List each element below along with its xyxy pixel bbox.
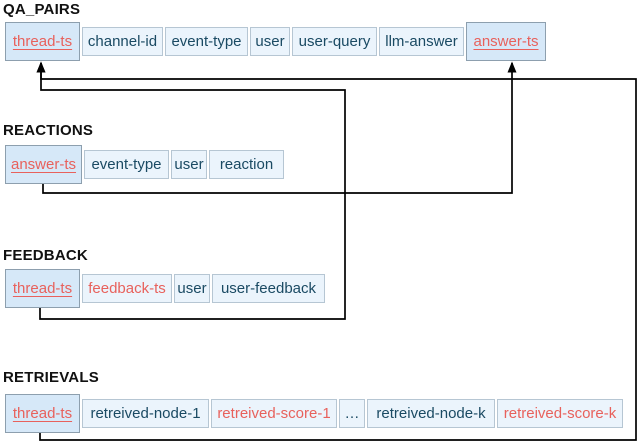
retrievals-field-ellipsis: … xyxy=(339,399,365,428)
qa-pairs-field-answer-ts: answer-ts xyxy=(466,22,546,61)
qa-pairs-field-llm-answer: llm-answer xyxy=(379,27,464,56)
qa-pairs-field-channel-id: channel-id xyxy=(82,27,163,56)
reactions-field-reaction: reaction xyxy=(209,150,284,179)
feedback-field-user-feedback: user-feedback xyxy=(212,274,325,303)
retrievals-field-retreived-node-k: retreived-node-k xyxy=(367,399,495,428)
reactions-field-user: user xyxy=(171,150,207,179)
connector-RETRIEVALS.thread-ts-to-QA_PAIRS.thread-ts xyxy=(36,61,637,441)
table-row-reactions: answer-ts event-type user reaction xyxy=(5,145,284,184)
retrievals-field-thread-ts: thread-ts xyxy=(5,394,80,433)
retrievals-field-retreived-score-k: retreived-score-k xyxy=(497,399,623,428)
qa-pairs-field-event-type: event-type xyxy=(165,27,248,56)
table-title-qa-pairs: QA_PAIRS xyxy=(3,1,81,18)
table-title-retrievals: RETRIEVALS xyxy=(3,369,99,386)
qa-pairs-field-user: user xyxy=(250,27,290,56)
feedback-field-feedback-ts: feedback-ts xyxy=(82,274,172,303)
qa-pairs-field-thread-ts: thread-ts xyxy=(5,22,80,61)
table-row-feedback: thread-ts feedback-ts user user-feedback xyxy=(5,269,325,308)
table-title-reactions: REACTIONS xyxy=(3,122,94,139)
reactions-field-answer-ts: answer-ts xyxy=(5,145,82,184)
table-row-qa-pairs: thread-ts channel-id event-type user use… xyxy=(5,22,546,61)
table-row-retrievals: thread-ts retreived-node-1 retreived-sco… xyxy=(5,394,623,433)
feedback-field-user: user xyxy=(174,274,210,303)
table-title-feedback: FEEDBACK xyxy=(3,247,88,264)
retrievals-field-retreived-score-1: retreived-score-1 xyxy=(211,399,337,428)
retrievals-field-retreived-node-1: retreived-node-1 xyxy=(82,399,209,428)
qa-pairs-field-user-query: user-query xyxy=(292,27,377,56)
reactions-field-event-type: event-type xyxy=(84,150,169,179)
feedback-field-thread-ts: thread-ts xyxy=(5,269,80,308)
